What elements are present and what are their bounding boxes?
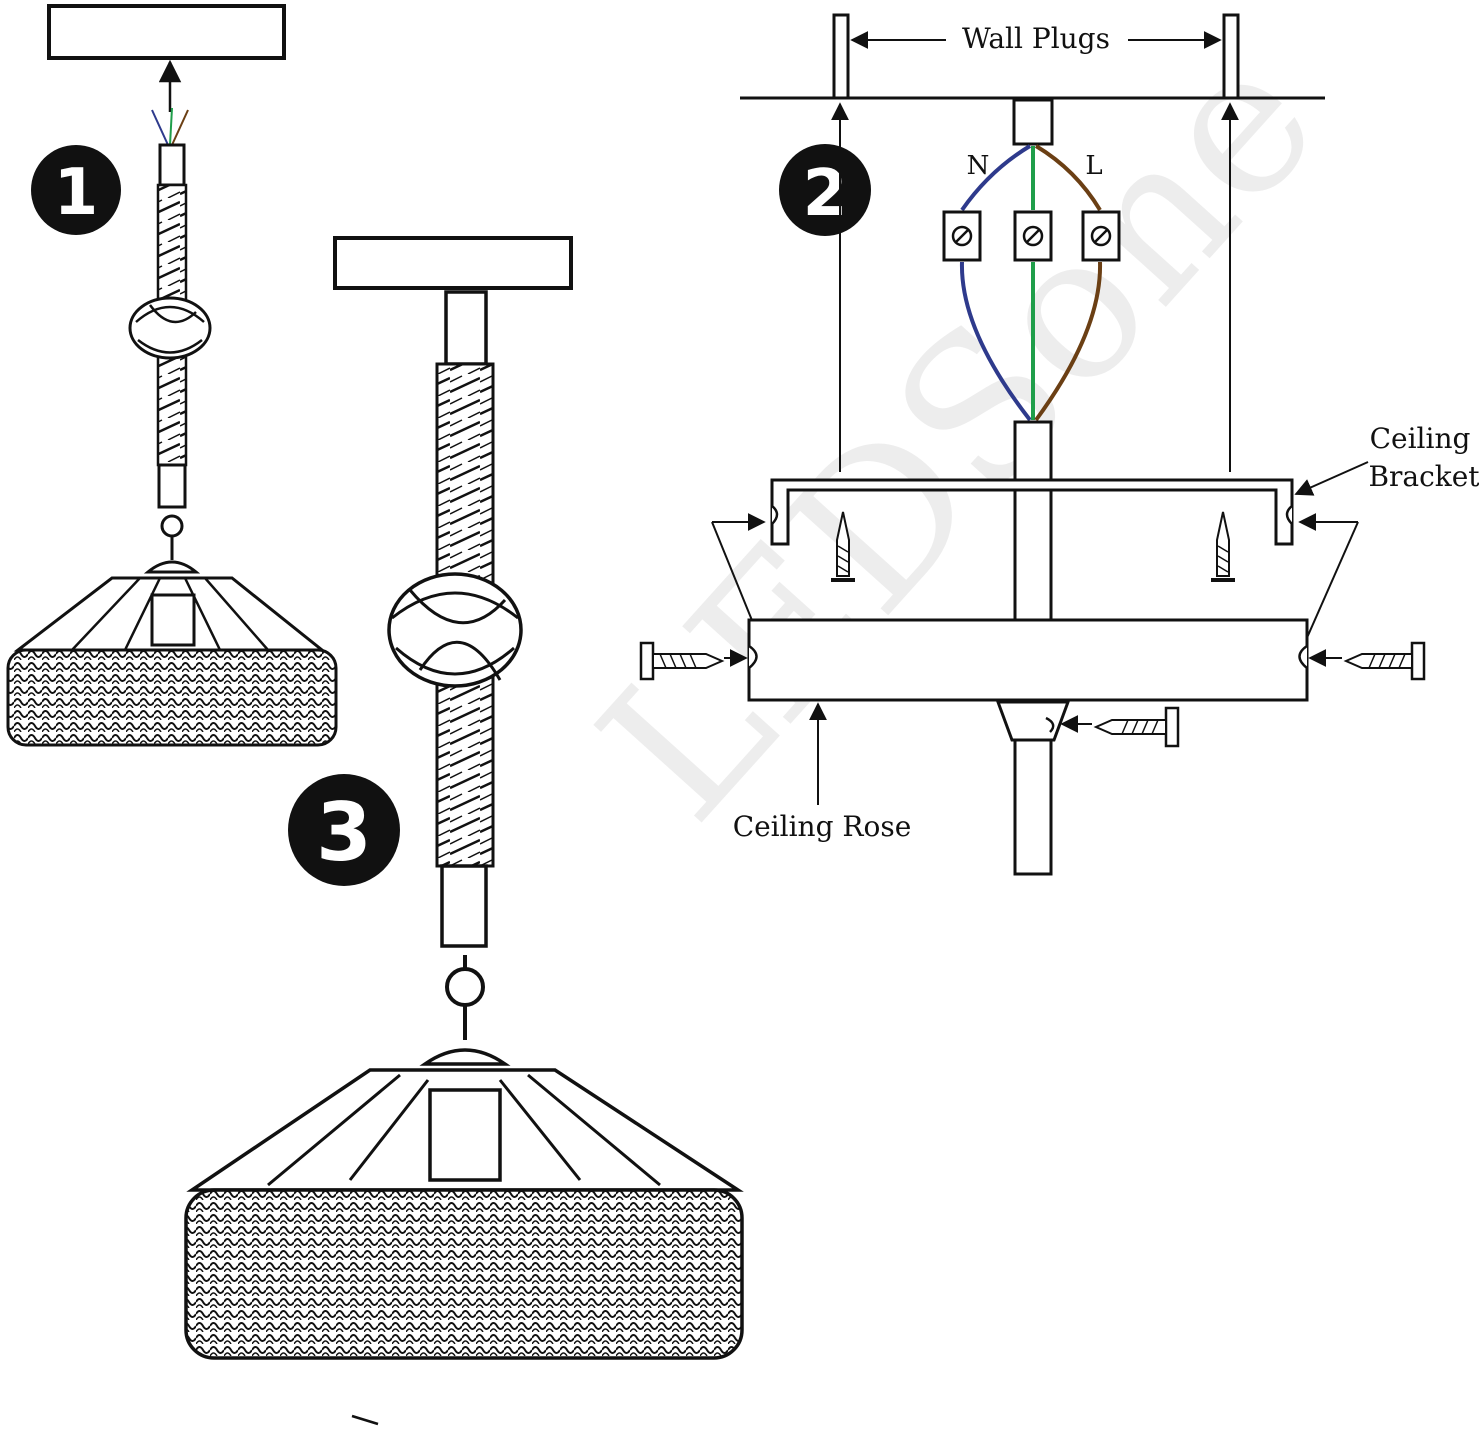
terminal-block-live bbox=[1081, 210, 1121, 262]
terminal-screw-icon bbox=[1022, 225, 1044, 247]
wall-plugs-label: Wall Plugs bbox=[962, 22, 1110, 55]
terminal-block-neutral bbox=[942, 210, 982, 262]
wall-plug-left bbox=[832, 13, 850, 100]
wood-screw-icon bbox=[639, 641, 725, 681]
ceiling-bracket bbox=[770, 478, 1294, 546]
step-3-number: 3 bbox=[316, 786, 372, 879]
terminal-block-earth bbox=[1013, 210, 1053, 262]
step-1-knot bbox=[128, 296, 212, 360]
step-1-lamp-shade bbox=[6, 560, 338, 747]
step-1-badge bbox=[31, 145, 121, 235]
ceiling-bracket-label-line1: Ceiling bbox=[1370, 422, 1471, 455]
step-3-knot bbox=[387, 572, 523, 688]
step-2-group: 2 Wall Plugs N L bbox=[639, 13, 1479, 876]
ceiling-rose-label: Ceiling Rose bbox=[733, 810, 912, 843]
step-1-bottom-sleeve bbox=[157, 463, 187, 509]
nail-icon bbox=[831, 511, 855, 582]
step-3-bottom-sleeve bbox=[440, 864, 488, 948]
step-1-ceiling-plate bbox=[47, 4, 286, 60]
step-1-eye-hook-icon bbox=[160, 514, 184, 560]
pendant-rod bbox=[1013, 738, 1053, 876]
live-label: L bbox=[1085, 151, 1102, 181]
step-2-badge bbox=[779, 144, 871, 236]
step-3-group: 3 bbox=[184, 236, 744, 1426]
nail-icon bbox=[1211, 511, 1235, 582]
step-3-cord-sleeve bbox=[444, 290, 488, 366]
live-wire bbox=[1034, 144, 1103, 422]
step-3-eye-hook-icon bbox=[445, 955, 485, 1040]
step-1-number: 1 bbox=[54, 156, 99, 230]
step-3-ceiling-plate bbox=[333, 236, 573, 290]
neutral-wire bbox=[959, 144, 1032, 422]
wood-screw-icon bbox=[1343, 641, 1426, 681]
step-1-cord-sleeve bbox=[158, 143, 186, 187]
step-1-group: 1 bbox=[6, 4, 338, 747]
wall-plug-right bbox=[1222, 13, 1240, 100]
terminal-screw-icon bbox=[1090, 225, 1112, 247]
central-rod bbox=[1013, 420, 1053, 622]
step-3-badge bbox=[288, 774, 400, 886]
neutral-label: N bbox=[967, 151, 990, 181]
terminal-screw-icon bbox=[951, 225, 973, 247]
cord-grip-collar bbox=[995, 700, 1071, 742]
ceiling-rose bbox=[747, 618, 1309, 702]
wood-screw-icon bbox=[1093, 706, 1180, 748]
supply-cable-stub bbox=[1012, 98, 1054, 146]
watermark: LEDSone bbox=[557, 6, 1362, 863]
step-3-lamp-shade bbox=[184, 1048, 744, 1360]
ceiling-bracket-label-line2: Bracket bbox=[1368, 460, 1479, 493]
